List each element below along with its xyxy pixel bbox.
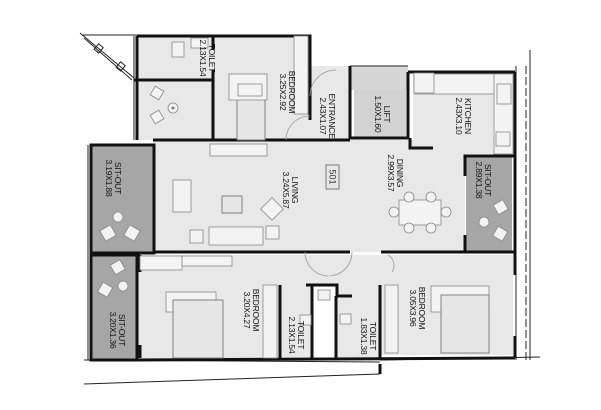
furniture [97, 35, 514, 359]
room-dims: 2.99X3.57 [386, 155, 396, 192]
sitout-chair [99, 224, 117, 242]
outline-lines [79, 32, 541, 385]
room-dims: 2.43X3.10 [454, 98, 464, 135]
bedroom-br-door [387, 254, 395, 273]
bedroom-top-wardrobe [293, 35, 309, 115]
sofa-three-seater [208, 226, 264, 246]
room-name: BEDROOM [251, 289, 261, 332]
doors [285, 69, 395, 277]
unit-number: 501 [328, 169, 338, 184]
stove [496, 83, 512, 105]
sitout-chair [97, 281, 114, 298]
bed-bl [172, 299, 224, 359]
room-name: SIT-OUT [113, 162, 123, 194]
toilet-bl-wc [299, 314, 312, 326]
room-name: SIT-OUT [117, 314, 127, 346]
lift-floor [354, 90, 406, 138]
dining-chair [425, 191, 437, 203]
sitout-chair [109, 259, 126, 276]
sitout-chair [492, 225, 509, 242]
sitout-table [117, 280, 129, 292]
room-name: DINING [395, 159, 405, 188]
dining-chair [425, 222, 437, 234]
chair [149, 85, 165, 101]
room-name: TOILET [368, 322, 378, 350]
bedroom-top-door [285, 115, 311, 141]
dining-chair [440, 206, 452, 218]
room-name: LIVING [290, 177, 300, 204]
bottom-left-door [304, 251, 330, 277]
sitout-table [112, 211, 124, 223]
dining-chair [388, 206, 400, 218]
dining-table [398, 199, 442, 226]
room-name: LIFT [382, 106, 392, 123]
sitout-chair [492, 199, 509, 216]
dresser [181, 255, 233, 267]
armchair [260, 197, 284, 221]
room-dims: 2.13X1.54 [198, 40, 208, 77]
bottom-right-door [329, 251, 353, 277]
room-labels: TOILET 2.13X1.54 BEDROOM 3.25X2.92 ENTRA… [104, 40, 493, 355]
entrance-door [309, 69, 337, 97]
wardrobe-bl [262, 284, 278, 359]
toilet-top-wc [190, 37, 209, 49]
room-dims: 3.19X1.88 [104, 160, 114, 197]
sofa-single [172, 179, 192, 213]
room-name: KITCHEN [463, 98, 473, 134]
room-dims: 3.05X3.96 [408, 290, 418, 327]
coffee-table [221, 195, 243, 214]
room-name: TOILET [296, 321, 306, 349]
room-name: SIT-OUT [483, 164, 493, 196]
room-dims: 3.25X2.92 [278, 74, 288, 111]
room-dims: 1.83X1.38 [359, 318, 369, 355]
passage-floor [280, 255, 380, 285]
sitout-chair [123, 224, 141, 242]
room-dims: 3.20X1.36 [108, 312, 118, 349]
sink [495, 131, 511, 147]
side-table-right [265, 225, 280, 240]
dining-chair [403, 222, 415, 234]
room-name: BEDROOM [287, 71, 297, 114]
room-name: TOILET [207, 44, 217, 72]
lift-shaft [350, 66, 408, 90]
pillow [237, 83, 263, 97]
chair [149, 109, 165, 125]
toilet-top-washbasin [171, 41, 185, 58]
study-table [139, 255, 183, 271]
room-dims: 2.89X1.38 [474, 162, 484, 199]
room-name: ENTRANCE [327, 93, 337, 139]
tv-unit [209, 143, 268, 157]
sitout-table [478, 216, 490, 228]
side-table-left [189, 229, 204, 244]
dining-chair [403, 191, 415, 203]
unit-number-box [325, 164, 340, 190]
room-dims: 3.24X5.87 [281, 172, 291, 209]
sitout-left-floor [91, 145, 154, 253]
fridge [413, 72, 435, 94]
room-dims: 2.43X1.07 [318, 98, 328, 135]
room-dims: 1.50X1.60 [373, 96, 383, 133]
bed-br [440, 294, 490, 354]
room-dims: 2.13X1.54 [287, 317, 297, 354]
toilet-br-wc [339, 313, 352, 325]
toilet-bl-basin [317, 289, 331, 301]
room-name: BEDROOM [417, 287, 427, 330]
room-dims: 3.20X4.27 [242, 292, 252, 329]
wardrobe-br [384, 284, 399, 354]
